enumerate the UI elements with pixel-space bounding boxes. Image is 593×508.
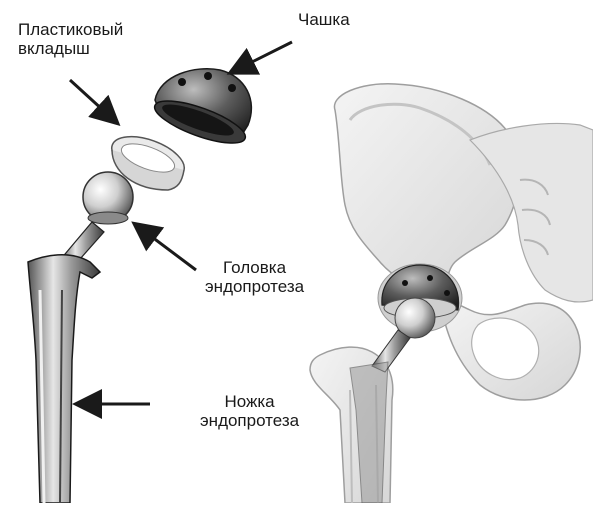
label-femoral-head-line2: эндопротеза <box>205 277 304 296</box>
arrow-head <box>136 225 196 270</box>
label-femoral-head: Головка эндопротеза <box>205 258 304 296</box>
label-femoral-stem-line2: эндопротеза <box>200 411 299 430</box>
arrow-insert <box>70 80 116 122</box>
label-plastic-liner-line1: Пластиковый <box>18 20 123 39</box>
arrow-cup <box>232 42 292 72</box>
femoral-stem-component <box>28 222 104 503</box>
label-cup-text: Чашка <box>298 10 350 29</box>
cup-component <box>150 69 251 152</box>
label-plastic-liner-line2: вкладыш <box>18 39 123 58</box>
femoral-head-component <box>83 172 133 224</box>
label-cup: Чашка <box>298 10 350 29</box>
label-femoral-stem-line1: Ножка <box>200 392 299 411</box>
label-femoral-stem: Ножка эндопротеза <box>200 392 299 430</box>
label-femoral-head-line1: Головка <box>205 258 304 277</box>
label-plastic-liner: Пластиковый вкладыш <box>18 20 123 58</box>
